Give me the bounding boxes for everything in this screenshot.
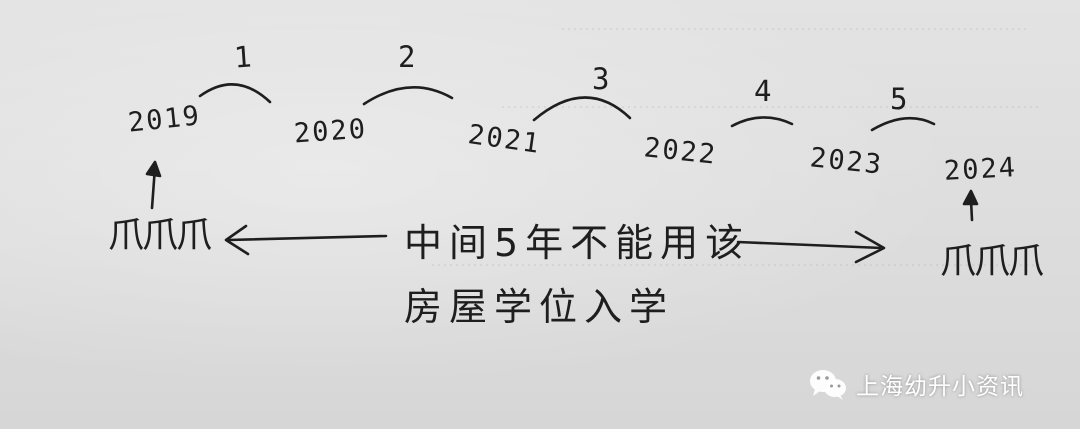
interval-count-3: 3 bbox=[592, 62, 611, 96]
watermark: 上海幼升小资讯 bbox=[808, 366, 1024, 402]
interval-arc-1 bbox=[198, 83, 272, 104]
interval-count-2: 2 bbox=[398, 40, 417, 74]
right-arrow-shaft bbox=[736, 240, 884, 250]
note-line-2: 房屋学位入学 bbox=[404, 285, 675, 329]
interval-count-4: 4 bbox=[754, 74, 773, 108]
interval-arc-2 bbox=[362, 86, 454, 106]
family-figures-left: 爪爪爪 bbox=[108, 215, 212, 256]
up-arrow-right-head bbox=[962, 189, 979, 206]
year-label: 2024 bbox=[943, 152, 1018, 187]
interval-arc-4 bbox=[730, 116, 794, 128]
up-arrow-left-head bbox=[145, 160, 162, 178]
interval-arc-5 bbox=[870, 116, 936, 132]
right-arrow-head bbox=[854, 230, 886, 264]
left-arrow-head bbox=[224, 224, 250, 256]
year-label: 2020 bbox=[293, 113, 369, 150]
note-line-1: 中间5年不能用该 bbox=[404, 221, 751, 265]
interval-count-5: 5 bbox=[890, 82, 909, 116]
interval-arc-3 bbox=[532, 96, 632, 122]
interval-count-1: 1 bbox=[232, 39, 254, 75]
left-arrow-shaft bbox=[226, 234, 388, 242]
wechat-icon bbox=[810, 370, 846, 400]
watermark-text: 上海幼升小资讯 bbox=[856, 374, 1024, 400]
family-figures-right: 爪爪爪 bbox=[940, 241, 1044, 282]
